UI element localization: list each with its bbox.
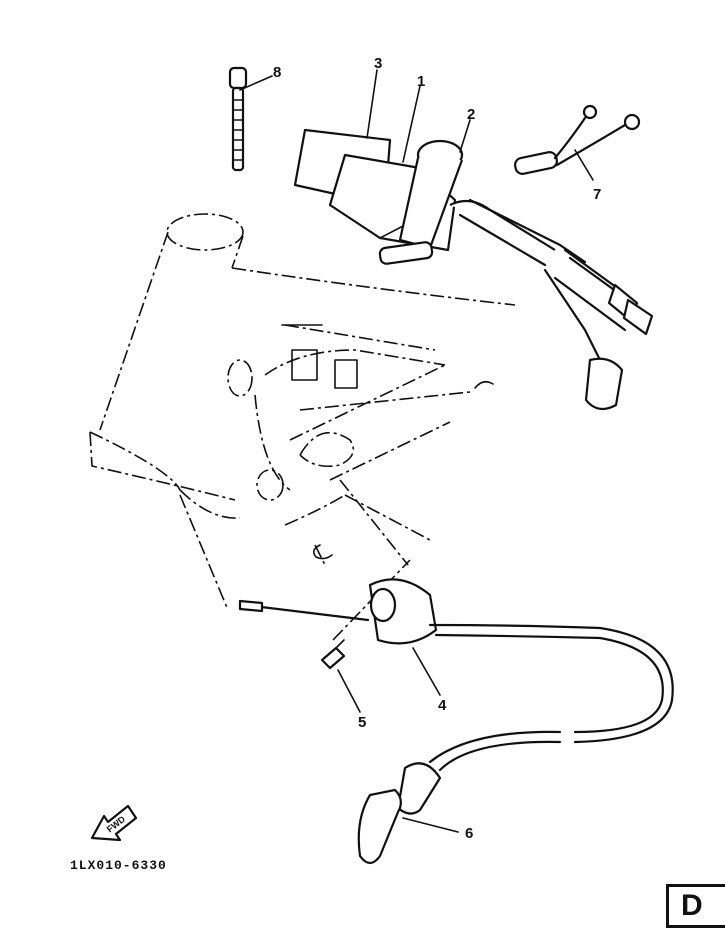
cable-tie xyxy=(228,66,248,172)
callout-label-5: 5 xyxy=(358,714,366,731)
fwd-arrow-icon: FWD xyxy=(90,804,138,842)
callout-leaders xyxy=(239,69,594,833)
callout-label-4: 4 xyxy=(438,697,447,714)
frame-phantom-outline xyxy=(89,213,516,641)
callout-label-3: 3 xyxy=(374,55,382,72)
callout-label-2: 2 xyxy=(467,106,475,123)
lead-wire xyxy=(513,104,641,175)
page-tab: D xyxy=(666,884,725,928)
callout-label-1: 1 xyxy=(417,73,425,90)
ignition-coil xyxy=(238,578,438,645)
cdi-wiring xyxy=(449,198,654,411)
callout-label-8: 8 xyxy=(273,64,281,81)
high-tension-cable xyxy=(428,623,674,772)
bolt xyxy=(320,639,346,670)
spark-plug-cap xyxy=(357,762,442,865)
catalog-code: 1LX010-6330 xyxy=(70,858,167,873)
callout-label-6: 6 xyxy=(465,825,473,842)
band xyxy=(378,139,464,265)
callout-label-7: 7 xyxy=(593,186,601,203)
